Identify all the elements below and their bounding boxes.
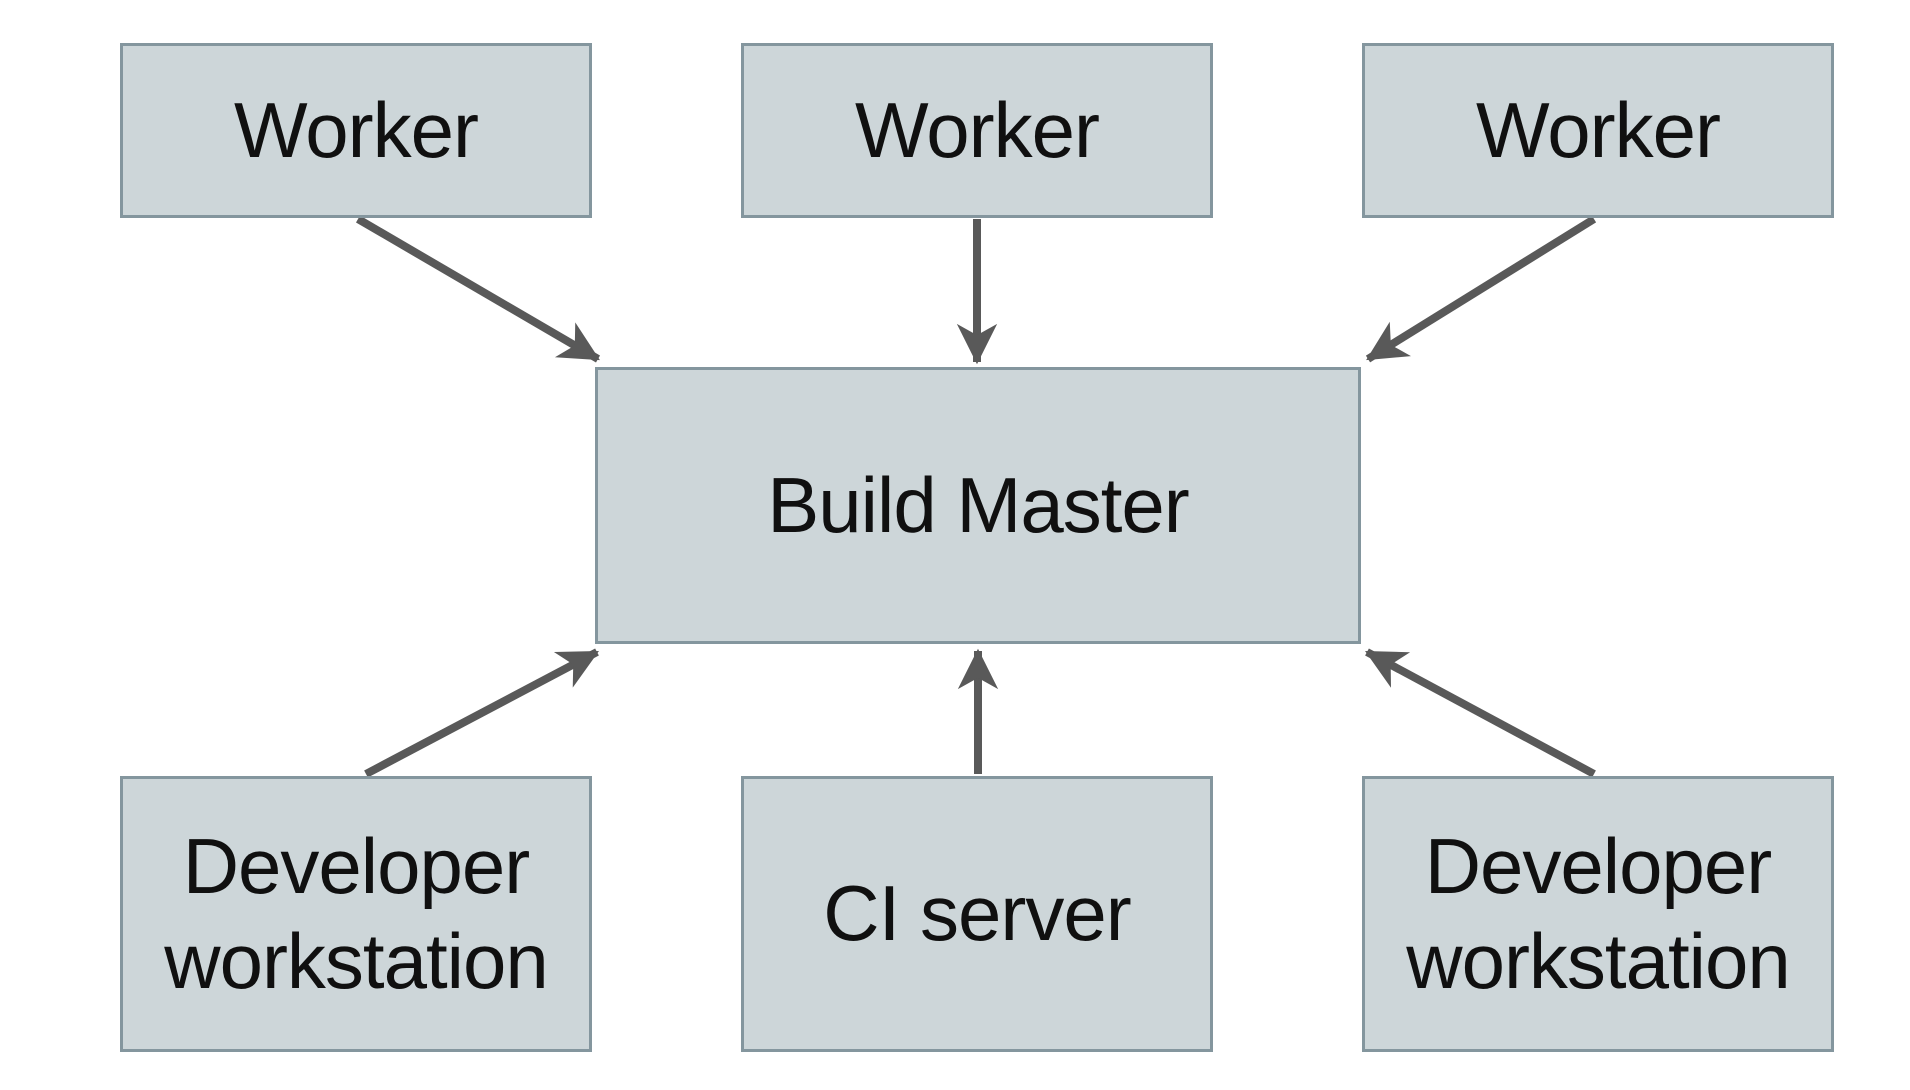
edge-dev-workstation-2-to-build-master bbox=[1365, 648, 1596, 778]
node-ci-server-label: CI server bbox=[823, 869, 1131, 958]
node-ci-server: CI server bbox=[741, 776, 1213, 1052]
node-worker-1: Worker bbox=[120, 43, 592, 218]
node-developer-workstation-1: Developer workstation bbox=[120, 776, 592, 1052]
node-worker-2-label: Worker bbox=[855, 85, 1100, 174]
edge-worker-3-to-build-master bbox=[1365, 215, 1597, 363]
node-build-master: Build Master bbox=[595, 367, 1361, 644]
edge-worker-1-to-build-master bbox=[355, 215, 601, 363]
node-worker-2: Worker bbox=[741, 43, 1213, 218]
node-worker-3: Worker bbox=[1362, 43, 1834, 218]
edge-dev-workstation-1-to-build-master bbox=[364, 648, 599, 778]
node-worker-1-label: Worker bbox=[234, 85, 479, 174]
node-developer-workstation-2-label: Developer workstation bbox=[1406, 821, 1791, 1005]
node-build-master-label: Build Master bbox=[767, 460, 1189, 549]
node-worker-3-label: Worker bbox=[1476, 85, 1721, 174]
node-developer-workstation-2: Developer workstation bbox=[1362, 776, 1834, 1052]
node-developer-workstation-1-label: Developer workstation bbox=[164, 821, 549, 1005]
